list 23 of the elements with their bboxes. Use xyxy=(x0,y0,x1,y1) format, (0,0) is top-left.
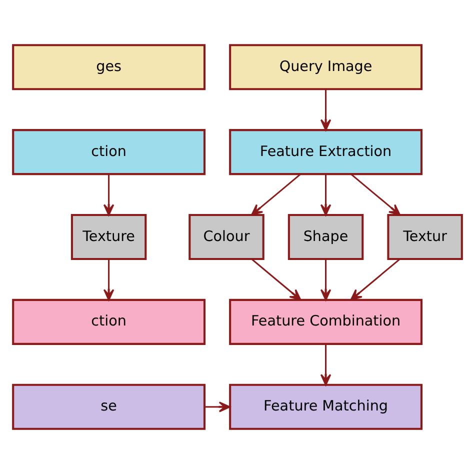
node-box: Feature Extraction xyxy=(228,129,422,176)
node-box: Texture xyxy=(70,214,146,260)
arrow xyxy=(250,174,300,216)
arrow xyxy=(102,174,114,216)
node-box: se xyxy=(12,384,206,430)
arrow xyxy=(350,174,400,216)
node-box: Query Image xyxy=(228,44,422,90)
arrow xyxy=(320,344,331,386)
node-box: ges xyxy=(12,44,206,90)
arrow xyxy=(102,259,114,301)
arrow xyxy=(320,259,331,301)
node-box: Feature Combination xyxy=(228,298,422,345)
arrow xyxy=(204,402,230,412)
node-box: ction xyxy=(12,129,206,176)
node-box: Shape xyxy=(287,214,364,260)
node-box: ction xyxy=(12,298,206,345)
arrow xyxy=(350,258,400,301)
node-box: Textur xyxy=(386,214,462,260)
node-box: Colour xyxy=(188,214,264,260)
arrow xyxy=(320,89,331,131)
node-box: Feature Matching xyxy=(228,384,422,430)
arrow xyxy=(320,174,331,216)
arrow xyxy=(250,258,301,301)
